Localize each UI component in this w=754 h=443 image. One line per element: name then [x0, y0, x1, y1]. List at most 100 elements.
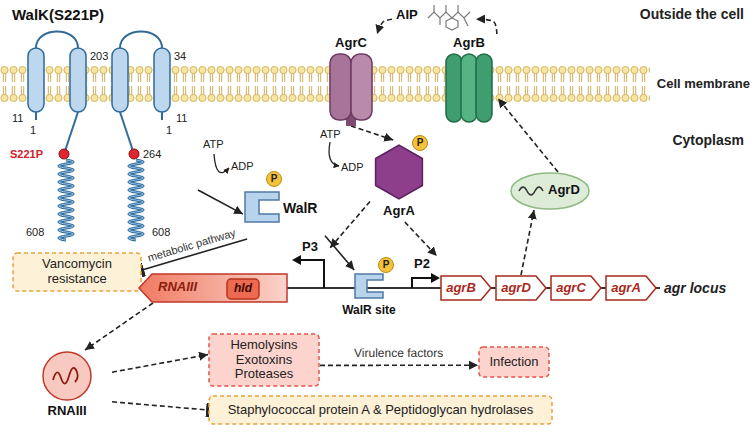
binding-site: WalR site — [332, 270, 406, 324]
node-text: AgrD — [548, 183, 580, 198]
residue-number: 264 — [143, 148, 161, 161]
text-holder: agrA — [605, 275, 657, 301]
residue-number: 11 — [176, 112, 187, 125]
node-text: agrD — [501, 281, 531, 296]
node-text: Hemolysins Exotoxins Proteases — [221, 338, 307, 383]
text-holder: Staphylococcal protein A & Peptidoglycan… — [208, 395, 553, 425]
energy-label: ADP — [231, 160, 254, 173]
text-holder: hld — [226, 278, 260, 300]
text-holder: WalK(S221P) — [12, 6, 104, 23]
cell-membrane — [0, 66, 650, 102]
phosphate-dot: P — [266, 171, 282, 187]
node-text: Staphylococcal protein A & Peptidoglycan… — [228, 403, 534, 418]
region-label: Cytoplasm — [672, 132, 744, 148]
node-text: P2 — [414, 257, 430, 272]
gene-arrow: agrA — [605, 275, 657, 301]
phosphate-dot: P — [378, 257, 394, 273]
inhibition-line — [112, 402, 208, 410]
locus-label: agr locus — [664, 280, 726, 296]
node-text: P3 — [302, 240, 318, 255]
text-holder: agrD — [495, 275, 547, 301]
activation-arrow — [498, 98, 558, 172]
text-holder: AgrC — [322, 36, 380, 51]
text-holder: Vancomycin resistance — [12, 252, 142, 292]
gene-box: hld — [226, 278, 260, 300]
text-holder: AgrB — [440, 36, 498, 51]
peptide-label: AIP — [392, 0, 476, 32]
response-regulator: WalR — [243, 180, 325, 242]
activation-arrow — [405, 222, 437, 256]
text-holder: P3 — [302, 240, 318, 255]
energy-label: ATP — [203, 138, 224, 151]
node-text: RNAIII — [158, 280, 197, 295]
receptor-kinase: AgrC — [322, 34, 380, 126]
node-text: RNAIII — [22, 404, 112, 419]
gene-arrow: agrD — [495, 275, 547, 301]
residue-number: 608 — [152, 226, 170, 239]
rna-icon: RNAIII — [22, 350, 112, 424]
node-text: agrC — [556, 281, 586, 296]
node-text: Infection — [489, 355, 538, 370]
node-text: agrB — [446, 281, 476, 296]
node-text: WalR — [283, 200, 317, 216]
text-holder: agrC — [550, 275, 602, 301]
activation-arrow — [325, 236, 354, 270]
text-holder: Hemolysins Exotoxins Proteases — [208, 333, 320, 387]
text-holder: RNAIII — [22, 404, 112, 419]
coil-helix — [129, 160, 143, 240]
activation-arrow — [112, 355, 208, 373]
text-holder: P2 — [414, 257, 430, 272]
residue-number: 1 — [166, 124, 172, 137]
coil-helix — [59, 160, 73, 240]
phosphate-dot: P — [412, 135, 428, 151]
edge-label: Virulence factors — [352, 347, 445, 360]
text-holder: RNAIII — [158, 280, 197, 295]
gene-arrow: RNAIII hld — [138, 273, 288, 303]
activation-arrow — [377, 19, 392, 34]
text-holder: AgrD — [548, 183, 580, 198]
membrane-protein: AgrB — [440, 34, 498, 126]
gene-arrow: agrB — [440, 275, 492, 301]
walk-protein — [28, 32, 170, 241]
text-holder: AIP — [396, 8, 418, 23]
promoter: P2 — [408, 256, 440, 288]
activation-arrow — [351, 126, 393, 140]
propeptide: AgrD — [510, 172, 590, 210]
text-holder: AgrA — [370, 204, 428, 219]
mutation-label: S221P — [10, 148, 43, 161]
node-text: agrA — [611, 281, 641, 296]
node-text: AgrB — [440, 36, 498, 51]
node-text: AgrA — [370, 204, 428, 219]
node-text: AIP — [396, 8, 418, 23]
activation-arrow — [521, 210, 534, 275]
region-label: Outside the cell — [640, 6, 744, 22]
residue-number: 34 — [174, 50, 186, 63]
virulence-box: Hemolysins Exotoxins Proteases — [208, 333, 320, 387]
residue-number: 11 — [12, 112, 23, 125]
gene-arrow: agrC — [550, 275, 602, 301]
phenotype-box: Vancomycin resistance — [12, 252, 142, 292]
activation-arrow — [198, 190, 243, 214]
text-holder: WalR — [283, 200, 317, 216]
aip-molecule — [428, 5, 470, 30]
energy-label: ATP — [320, 128, 341, 141]
residue-number: 1 — [30, 124, 36, 137]
residue-number: 203 — [90, 50, 108, 63]
activation-arrow — [476, 19, 497, 34]
coil-highlight — [129, 160, 143, 240]
text-holder: WalR site — [332, 304, 406, 318]
atp-arc — [214, 142, 339, 173]
response-regulator: AgrA — [370, 140, 428, 222]
node-text: hld — [234, 282, 252, 296]
node-text: AgrC — [322, 36, 380, 51]
activation-arrow — [320, 364, 478, 366]
outcome-box: Infection — [478, 346, 550, 378]
node-text: Vancomycin resistance — [27, 257, 127, 287]
text-holder: Infection — [478, 346, 550, 378]
promoter: P3 — [290, 238, 330, 288]
target-box: Staphylococcal protein A & Peptidoglycan… — [208, 395, 553, 425]
activation-arrow — [330, 202, 370, 249]
residue-number: 608 — [26, 226, 44, 239]
